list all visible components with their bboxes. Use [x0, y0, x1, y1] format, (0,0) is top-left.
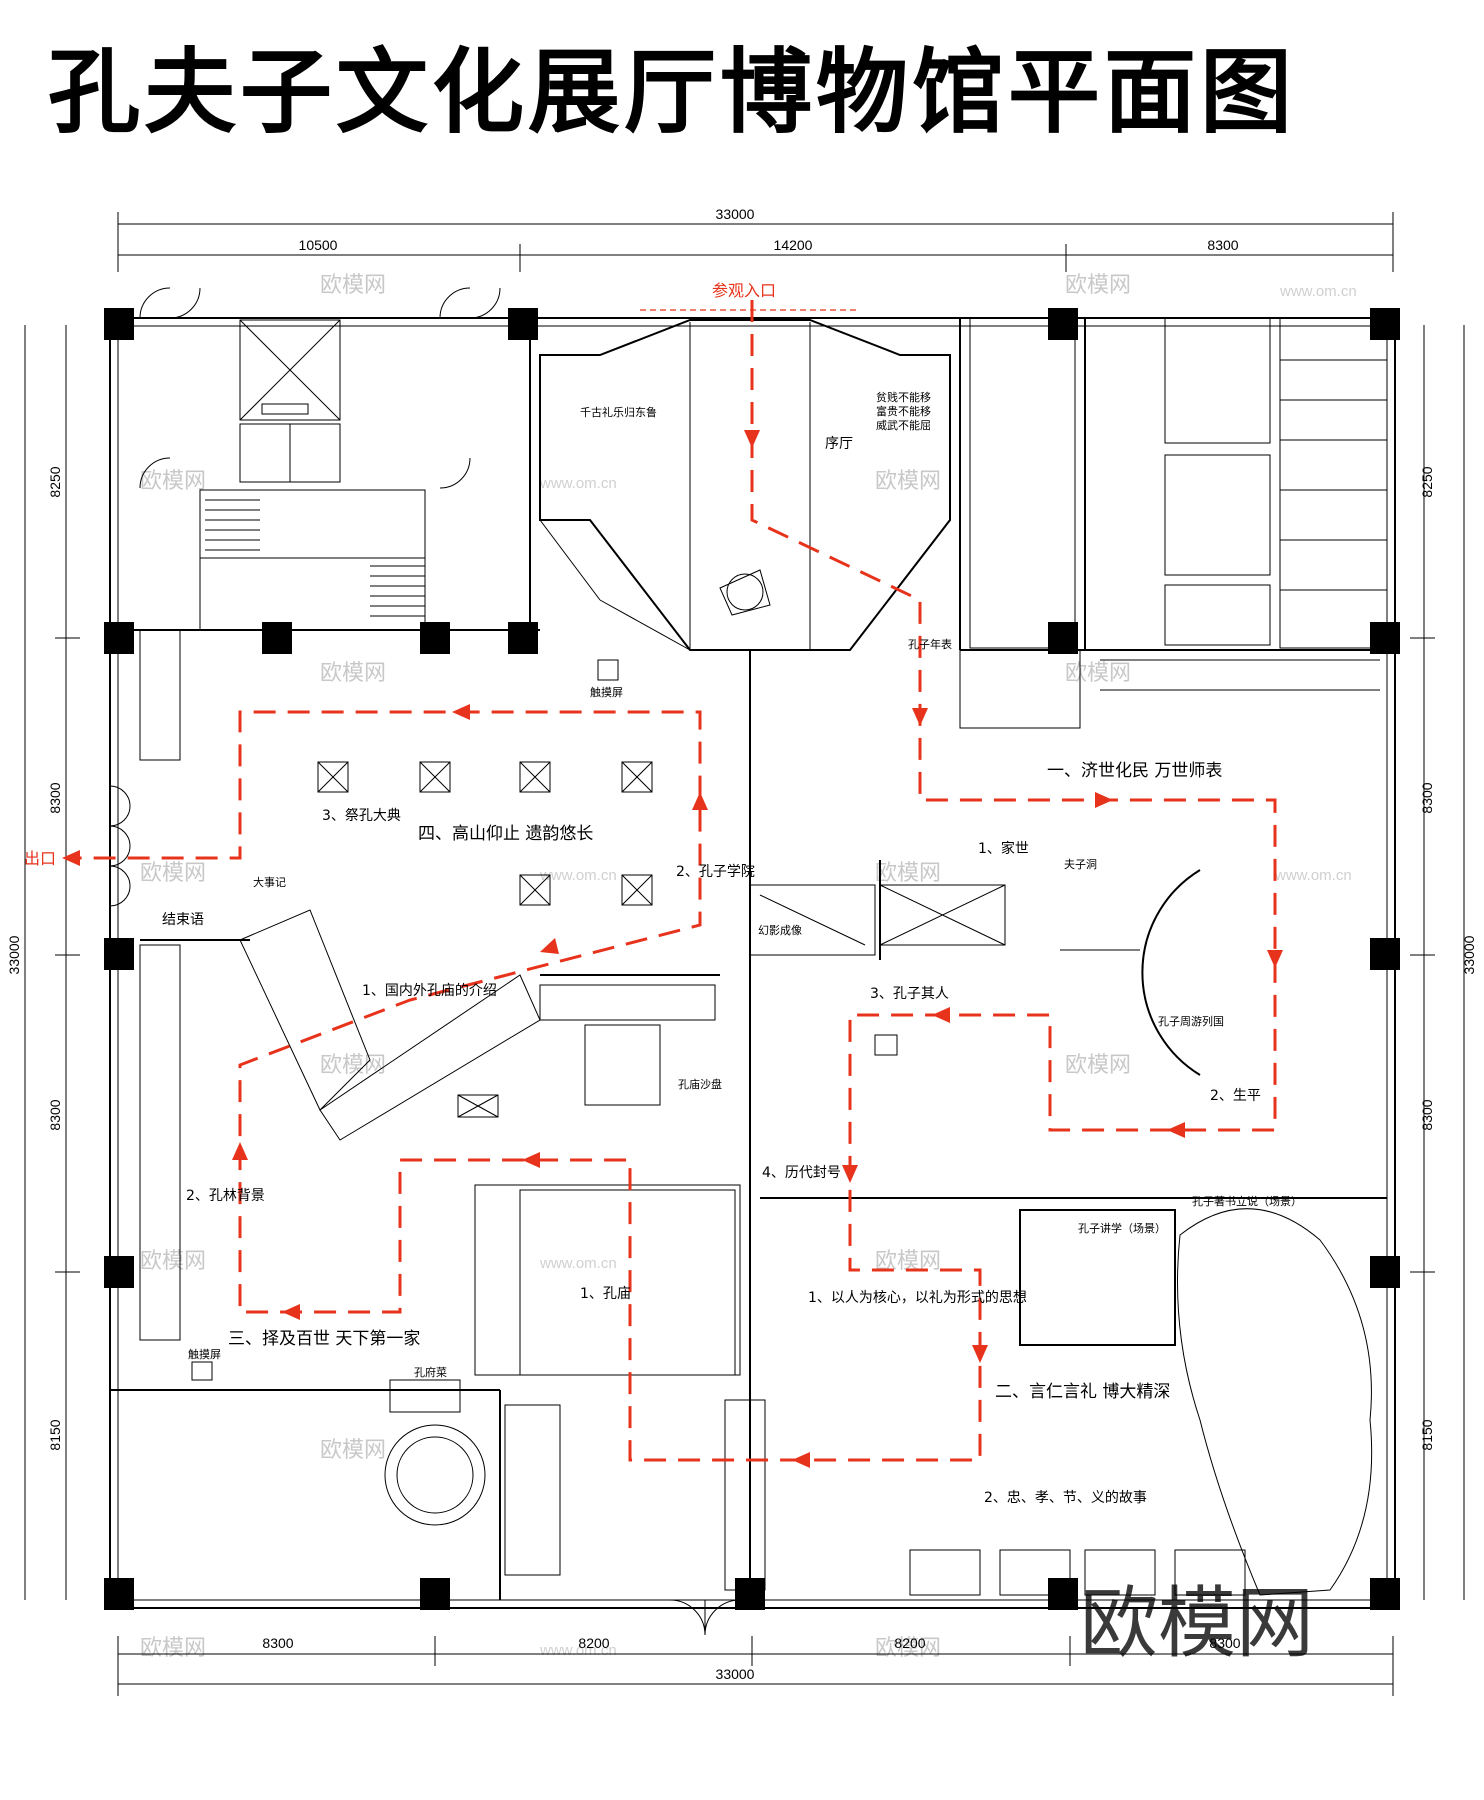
- dimension-lines: 33000 10500 14200 8300 8300 8200 8200 83…: [6, 206, 1477, 1696]
- dim-right-1: 8250: [1419, 466, 1435, 497]
- dim-left-2: 8300: [47, 782, 63, 813]
- dim-top-2: 14200: [774, 237, 813, 253]
- dim-bottom-3: 8200: [894, 1635, 925, 1651]
- dim-bottom-4: 8300: [1209, 1635, 1240, 1651]
- dim-left-3: 8300: [47, 1099, 63, 1130]
- zone4-institute: 2、孔子学院: [676, 864, 755, 880]
- watermark: 欧模网: [140, 861, 206, 886]
- watermark: 欧模网: [140, 1636, 206, 1661]
- lobby-right-line-1: 贫贱不能移: [876, 390, 931, 404]
- dim-right-4: 8150: [1419, 1419, 1435, 1450]
- watermark: 欧模网: [320, 1438, 386, 1463]
- zone4-ceremony: 3、祭孔大典: [322, 808, 401, 824]
- dim-bottom-1: 8300: [262, 1635, 293, 1651]
- page-title: 孔夫子文化展厅博物馆平面图: [48, 39, 1297, 146]
- zone1-title: 一、济世化民 万世师表: [1047, 761, 1222, 781]
- dim-top-3: 8300: [1207, 237, 1238, 253]
- staircase: [205, 499, 425, 617]
- watermark-url: www.om.cn: [1274, 867, 1352, 884]
- lobby-right-line-3: 威武不能屈: [876, 418, 931, 432]
- zone4-title: 四、高山仰止 遗韵悠长: [418, 824, 593, 844]
- watermark-url: www.om.cn: [539, 475, 617, 492]
- lobby-left-inscription: 千古礼乐归东鲁: [580, 405, 657, 419]
- watermark-url: www.om.cn: [539, 1255, 617, 1272]
- exhibit-stands: [191, 659, 898, 1381]
- sandtable-label: 孔庙沙盘: [678, 1077, 722, 1091]
- dim-left-total: 33000: [6, 935, 22, 974]
- zone2-stories: 2、忠、孝、节、义的故事: [984, 1490, 1147, 1506]
- watermark-url: www.om.cn: [539, 867, 617, 884]
- visitor-route: [62, 300, 1283, 1468]
- dim-bottom-2: 8200: [578, 1635, 609, 1651]
- chronology-label: 孔子年表: [908, 637, 952, 651]
- zone1-cave: 夫子洞: [1064, 858, 1097, 871]
- watermark: 欧模网: [140, 1249, 206, 1274]
- watermark-logo: 欧模网: [1080, 1579, 1314, 1669]
- zone3-temple: 1、孔庙: [580, 1286, 631, 1302]
- watermark-url: www.om.cn: [1279, 283, 1357, 300]
- watermark-url: www.om.cn: [539, 1642, 617, 1659]
- zone1-lecture-scene: 孔子讲学（场景）: [1078, 1221, 1166, 1235]
- dim-top-1: 10500: [299, 237, 338, 253]
- entrance-label: 参观入口: [712, 281, 776, 300]
- touchscreen-label: 触摸屏: [590, 685, 623, 699]
- zone1-tour: 孔子周游列国: [1158, 1014, 1224, 1028]
- touchscreen-2-label: 触摸屏: [188, 1347, 221, 1361]
- dim-top-total: 33000: [716, 206, 755, 222]
- zone2-title: 二、言仁言礼 博大精深: [995, 1382, 1170, 1402]
- zone4-temples: 1、国内外孔庙的介绍: [362, 983, 497, 999]
- watermark: 欧模网: [1065, 273, 1131, 298]
- zone1-person: 3、孔子其人: [870, 986, 949, 1002]
- phantom-imaging: 幻影成像: [758, 924, 802, 937]
- columns: [104, 308, 1400, 1610]
- watermark: 欧模网: [320, 661, 386, 686]
- dim-left-1: 8250: [47, 466, 63, 497]
- zone1-life: 2、生平: [1210, 1088, 1261, 1104]
- dim-right-2: 8300: [1419, 782, 1435, 813]
- watermark: 欧模网: [875, 861, 941, 886]
- watermark: 欧模网: [140, 469, 206, 494]
- mansion-food-label: 孔府菜: [414, 1365, 447, 1379]
- dim-right-3: 8300: [1419, 1099, 1435, 1130]
- epilogue-label: 结束语: [162, 912, 204, 928]
- watermark: 欧模网: [320, 1053, 386, 1078]
- chronicle-label: 大事记: [253, 875, 286, 889]
- zone2-thought: 1、以人为核心，以礼为形式的思想: [808, 1290, 1027, 1306]
- watermark: 欧模网: [1065, 1053, 1131, 1078]
- exit-label: 出口: [24, 849, 56, 868]
- zone1-titles: 4、历代封号: [762, 1165, 841, 1181]
- watermark: 欧模网: [320, 273, 386, 298]
- lobby-right-line-2: 富贵不能移: [876, 404, 931, 418]
- lobby-label: 序厅: [825, 436, 853, 452]
- watermark: 欧模网: [875, 469, 941, 494]
- zone1-writing-scene: 孔子著书立说（场景）: [1192, 1194, 1302, 1208]
- zone1-family: 1、家世: [978, 840, 1029, 857]
- dim-left-4: 8150: [47, 1419, 63, 1450]
- dim-right-total: 33000: [1461, 935, 1477, 974]
- zone3-forest: 2、孔林背景: [186, 1188, 265, 1204]
- watermark: 欧模网: [875, 1636, 941, 1661]
- dim-bottom-total: 33000: [716, 1666, 755, 1682]
- watermark: 欧模网: [1065, 661, 1131, 686]
- interior-walls: [109, 287, 1395, 1636]
- area-labels: 序厅 千古礼乐归东鲁 贫贱不能移 富贵不能移 威武不能屈 孔子年表 触摸屏 一、…: [162, 390, 1302, 1506]
- zone3-title: 三、择及百世 天下第一家: [228, 1329, 420, 1349]
